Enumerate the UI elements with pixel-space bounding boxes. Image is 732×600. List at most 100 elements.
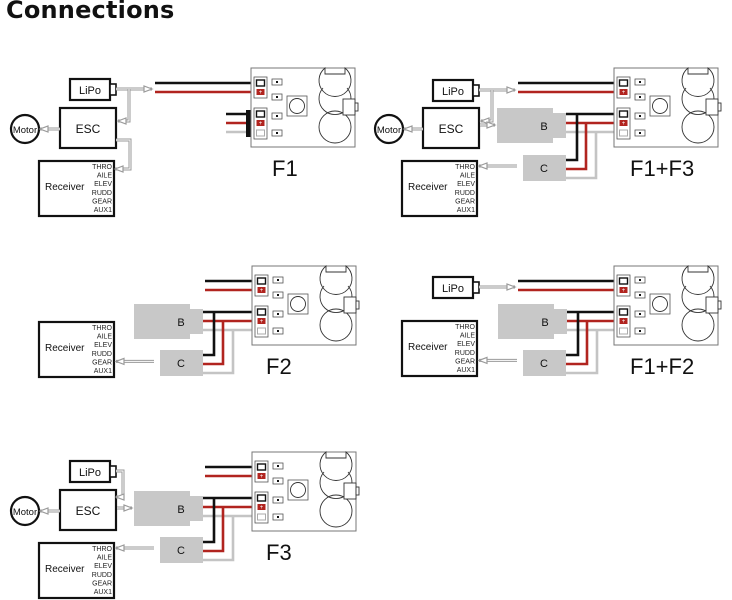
esc: ESC: [421, 106, 481, 150]
arrow-head-icon: [114, 544, 125, 552]
servo-connector: [246, 110, 251, 137]
receiver-channel-gear: GEAR: [455, 198, 475, 205]
buzzer-pin: [355, 486, 360, 496]
lipo-label: LiPo: [79, 85, 101, 97]
pin-signal: [619, 327, 628, 335]
pin-negative: [618, 308, 629, 316]
module-b: B: [134, 304, 203, 339]
module-b-plug: [190, 309, 203, 334]
wire-c-ground: [566, 312, 580, 357]
lipo-plug: [472, 281, 480, 294]
module-c-label: C: [177, 545, 185, 557]
module-b-plug: [190, 496, 203, 521]
lipo-label: LiPo: [442, 283, 464, 295]
module-b-body: [134, 491, 190, 526]
diagram-f1: ++LiPoESCMotorReceiverTHROAILEELEVRUDDGE…: [9, 67, 359, 218]
buzzer-pin: [354, 102, 359, 112]
buzzer-icon: [705, 296, 719, 314]
module-c: C: [523, 350, 566, 376]
receiver-channel-rudd: RUDD: [92, 190, 112, 197]
arrow-head-icon: [143, 85, 154, 93]
led-dot: [277, 294, 279, 296]
led-dot: [639, 330, 641, 332]
plus-icon: +: [622, 288, 626, 294]
wire-c-power: [566, 123, 588, 171]
receiver-channel-thro: THRO: [92, 546, 112, 553]
pin-signal: [257, 513, 266, 521]
plus-icon: +: [622, 121, 626, 127]
led-dot: [277, 516, 279, 518]
controller-board: ++: [613, 265, 722, 346]
arrow-head-icon: [477, 162, 488, 170]
plus-icon: +: [259, 90, 263, 96]
module-c-body: [160, 350, 203, 376]
pin-positive: [257, 318, 266, 324]
led-dot: [639, 81, 641, 83]
pin-positive: [619, 120, 628, 126]
receiver-box: [400, 159, 479, 218]
pin-positive: [619, 318, 628, 324]
battery-top-arc: [319, 285, 353, 313]
buzzer-icon: [705, 98, 719, 116]
buzzer-icon: [343, 296, 357, 314]
led-dot: [277, 330, 279, 332]
battery-bottom-icon: [319, 494, 353, 528]
battery-top-arc: [681, 87, 715, 115]
button-icon: [289, 98, 305, 114]
pin-positive: [257, 287, 266, 293]
receiver-channel-thro: THRO: [455, 324, 475, 331]
battery-bottom-icon: [318, 110, 352, 144]
receiver-label: Receiver: [408, 342, 448, 353]
lipo-plug: [109, 465, 117, 478]
battery-top-icon: [318, 67, 352, 97]
module-c: C: [160, 350, 203, 376]
module-c-body: [160, 537, 203, 563]
plus-icon: +: [260, 505, 264, 511]
module-c-label: C: [540, 358, 548, 370]
diagram-caption: F1: [272, 156, 298, 181]
led-dot: [639, 132, 641, 134]
connector-esc-receiver: [115, 138, 132, 171]
esc-label: ESC: [76, 504, 101, 518]
pin-negative: [256, 463, 267, 471]
pin-negative: [618, 110, 629, 118]
led-dot: [277, 465, 279, 467]
receiver-label: Receiver: [45, 564, 85, 575]
receiver-channel-gear: GEAR: [455, 358, 475, 365]
wire-c-signal: [566, 330, 599, 375]
motor-label: Motor: [377, 125, 401, 136]
lipo-label: LiPo: [79, 467, 101, 479]
wire-c-ground: [203, 312, 216, 357]
buzzer-pin: [717, 102, 722, 112]
diagram-f1f3: ++LiPoESCMotorReceiverTHROAILEELEVRUDDGE…: [373, 67, 722, 218]
motor: Motor: [373, 113, 405, 145]
esc: ESC: [58, 106, 118, 150]
diagram-caption: F3: [266, 540, 292, 565]
pin-negative: [256, 494, 267, 502]
pin-positive: [257, 504, 266, 510]
receiver-channel-aux1: AUX1: [94, 368, 112, 375]
pin-negative: [618, 277, 629, 285]
receiver-channel-thro: THRO: [455, 164, 475, 171]
receiver-box: [37, 320, 116, 379]
connector-lipo-esc-core: [118, 89, 130, 122]
wire-c-power: [203, 507, 225, 553]
arrow-head-icon: [123, 504, 134, 512]
page-title: Connections: [6, 0, 175, 24]
receiver-channel-elev: ELEV: [457, 341, 475, 348]
buzzer-icon: [343, 482, 357, 500]
led-dot: [639, 96, 641, 98]
receiver-channel-rudd: RUDD: [455, 350, 475, 357]
controller-board: ++: [613, 67, 722, 148]
receiver-channel-aile: AILE: [460, 333, 476, 340]
module-b-label: B: [177, 504, 184, 516]
controller-board: ++: [250, 67, 359, 148]
led-dot: [276, 96, 278, 98]
module-c: C: [523, 155, 566, 181]
receiver-channel-aux1: AUX1: [457, 367, 475, 374]
receiver-channel-aile: AILE: [460, 173, 476, 180]
